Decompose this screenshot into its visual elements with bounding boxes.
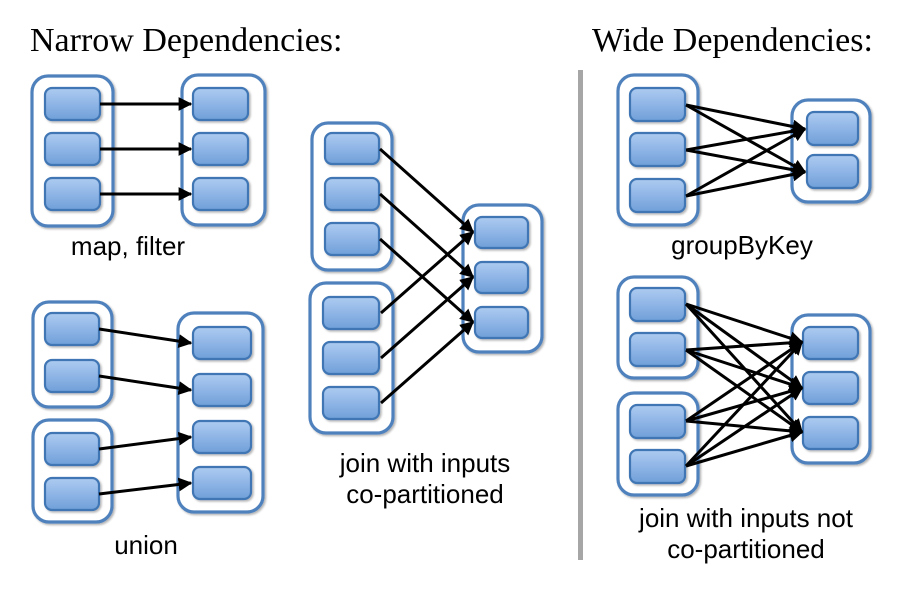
partition-box bbox=[43, 476, 101, 512]
partition-box bbox=[191, 86, 250, 122]
partition-box bbox=[801, 325, 860, 361]
label-join-not-co-partitioned: join with inputs not co-partitioned bbox=[639, 503, 853, 564]
partition-box bbox=[805, 110, 860, 147]
partition-box bbox=[43, 86, 102, 122]
dependency-arrow bbox=[685, 335, 804, 352]
partition-box bbox=[628, 131, 687, 168]
partition-box bbox=[191, 372, 253, 408]
partition-box bbox=[323, 176, 381, 212]
partition-box bbox=[323, 221, 381, 257]
partition-box bbox=[628, 177, 687, 214]
label-map-filter: map, filter bbox=[70, 231, 186, 261]
dependency-arrow bbox=[685, 386, 804, 468]
partition-box bbox=[628, 286, 687, 323]
partition-box bbox=[473, 215, 530, 250]
partition-box bbox=[191, 176, 250, 212]
dependency-arrow bbox=[98, 327, 193, 348]
partition-box bbox=[321, 295, 381, 331]
partition-box bbox=[323, 131, 381, 166]
partition-box bbox=[43, 358, 101, 394]
dependency-arrow bbox=[685, 302, 804, 345]
dependency-arrow bbox=[685, 167, 807, 198]
dependency-arrow bbox=[379, 147, 475, 234]
partition-box bbox=[628, 448, 687, 485]
partition-box bbox=[628, 331, 687, 368]
diagram-groupByKey bbox=[616, 73, 872, 227]
partition-box bbox=[191, 325, 253, 361]
dependency-arrow bbox=[684, 340, 804, 468]
dependency-arrow bbox=[380, 275, 475, 360]
dependency-arrow bbox=[685, 348, 804, 391]
dependency-arrow bbox=[380, 230, 475, 315]
diagram-join-not-co-partitioned bbox=[616, 275, 872, 497]
partition-box bbox=[43, 311, 101, 347]
label-union: union bbox=[114, 530, 178, 560]
partition-box bbox=[801, 370, 860, 406]
dependency-arrow bbox=[685, 428, 804, 468]
label-join-co-partitioned: join with inputs co-partitioned bbox=[339, 448, 511, 509]
partition-box bbox=[801, 415, 860, 451]
label-groupbykey: groupByKey bbox=[671, 230, 813, 260]
partition-box bbox=[191, 419, 253, 455]
dependency-arrow bbox=[685, 103, 807, 134]
dependency-arrow bbox=[379, 192, 475, 279]
dependency-arrow bbox=[685, 124, 807, 152]
dependency-arrow bbox=[380, 320, 475, 405]
dependency-arrow bbox=[98, 431, 193, 451]
diagram-map-filter bbox=[30, 73, 267, 228]
dependency-arrow bbox=[98, 477, 193, 496]
dependency-arrow bbox=[685, 127, 807, 198]
diagram-join-co-partitioned bbox=[308, 121, 544, 435]
dependency-arrow bbox=[379, 237, 475, 324]
partition-box bbox=[321, 340, 381, 376]
section-divider bbox=[578, 70, 583, 560]
diagram-union bbox=[31, 300, 265, 524]
dependency-arrow bbox=[685, 348, 804, 434]
partition-box bbox=[43, 431, 101, 467]
partition-box bbox=[43, 131, 102, 167]
partition-box bbox=[805, 153, 860, 190]
partition-box bbox=[628, 403, 687, 440]
partition-box bbox=[321, 385, 381, 421]
partition-box bbox=[473, 260, 530, 295]
partition-box bbox=[473, 305, 530, 340]
partition-box bbox=[191, 465, 253, 501]
rdd-container bbox=[176, 311, 265, 514]
dependency-arrow bbox=[98, 374, 193, 395]
dependency-arrow bbox=[685, 340, 804, 423]
partition-box bbox=[628, 86, 687, 123]
wide-dependencies-heading: Wide Dependencies: bbox=[592, 22, 873, 59]
narrow-dependencies-heading: Narrow Dependencies: bbox=[30, 22, 343, 59]
partition-box bbox=[43, 176, 102, 212]
partition-box bbox=[191, 131, 250, 167]
